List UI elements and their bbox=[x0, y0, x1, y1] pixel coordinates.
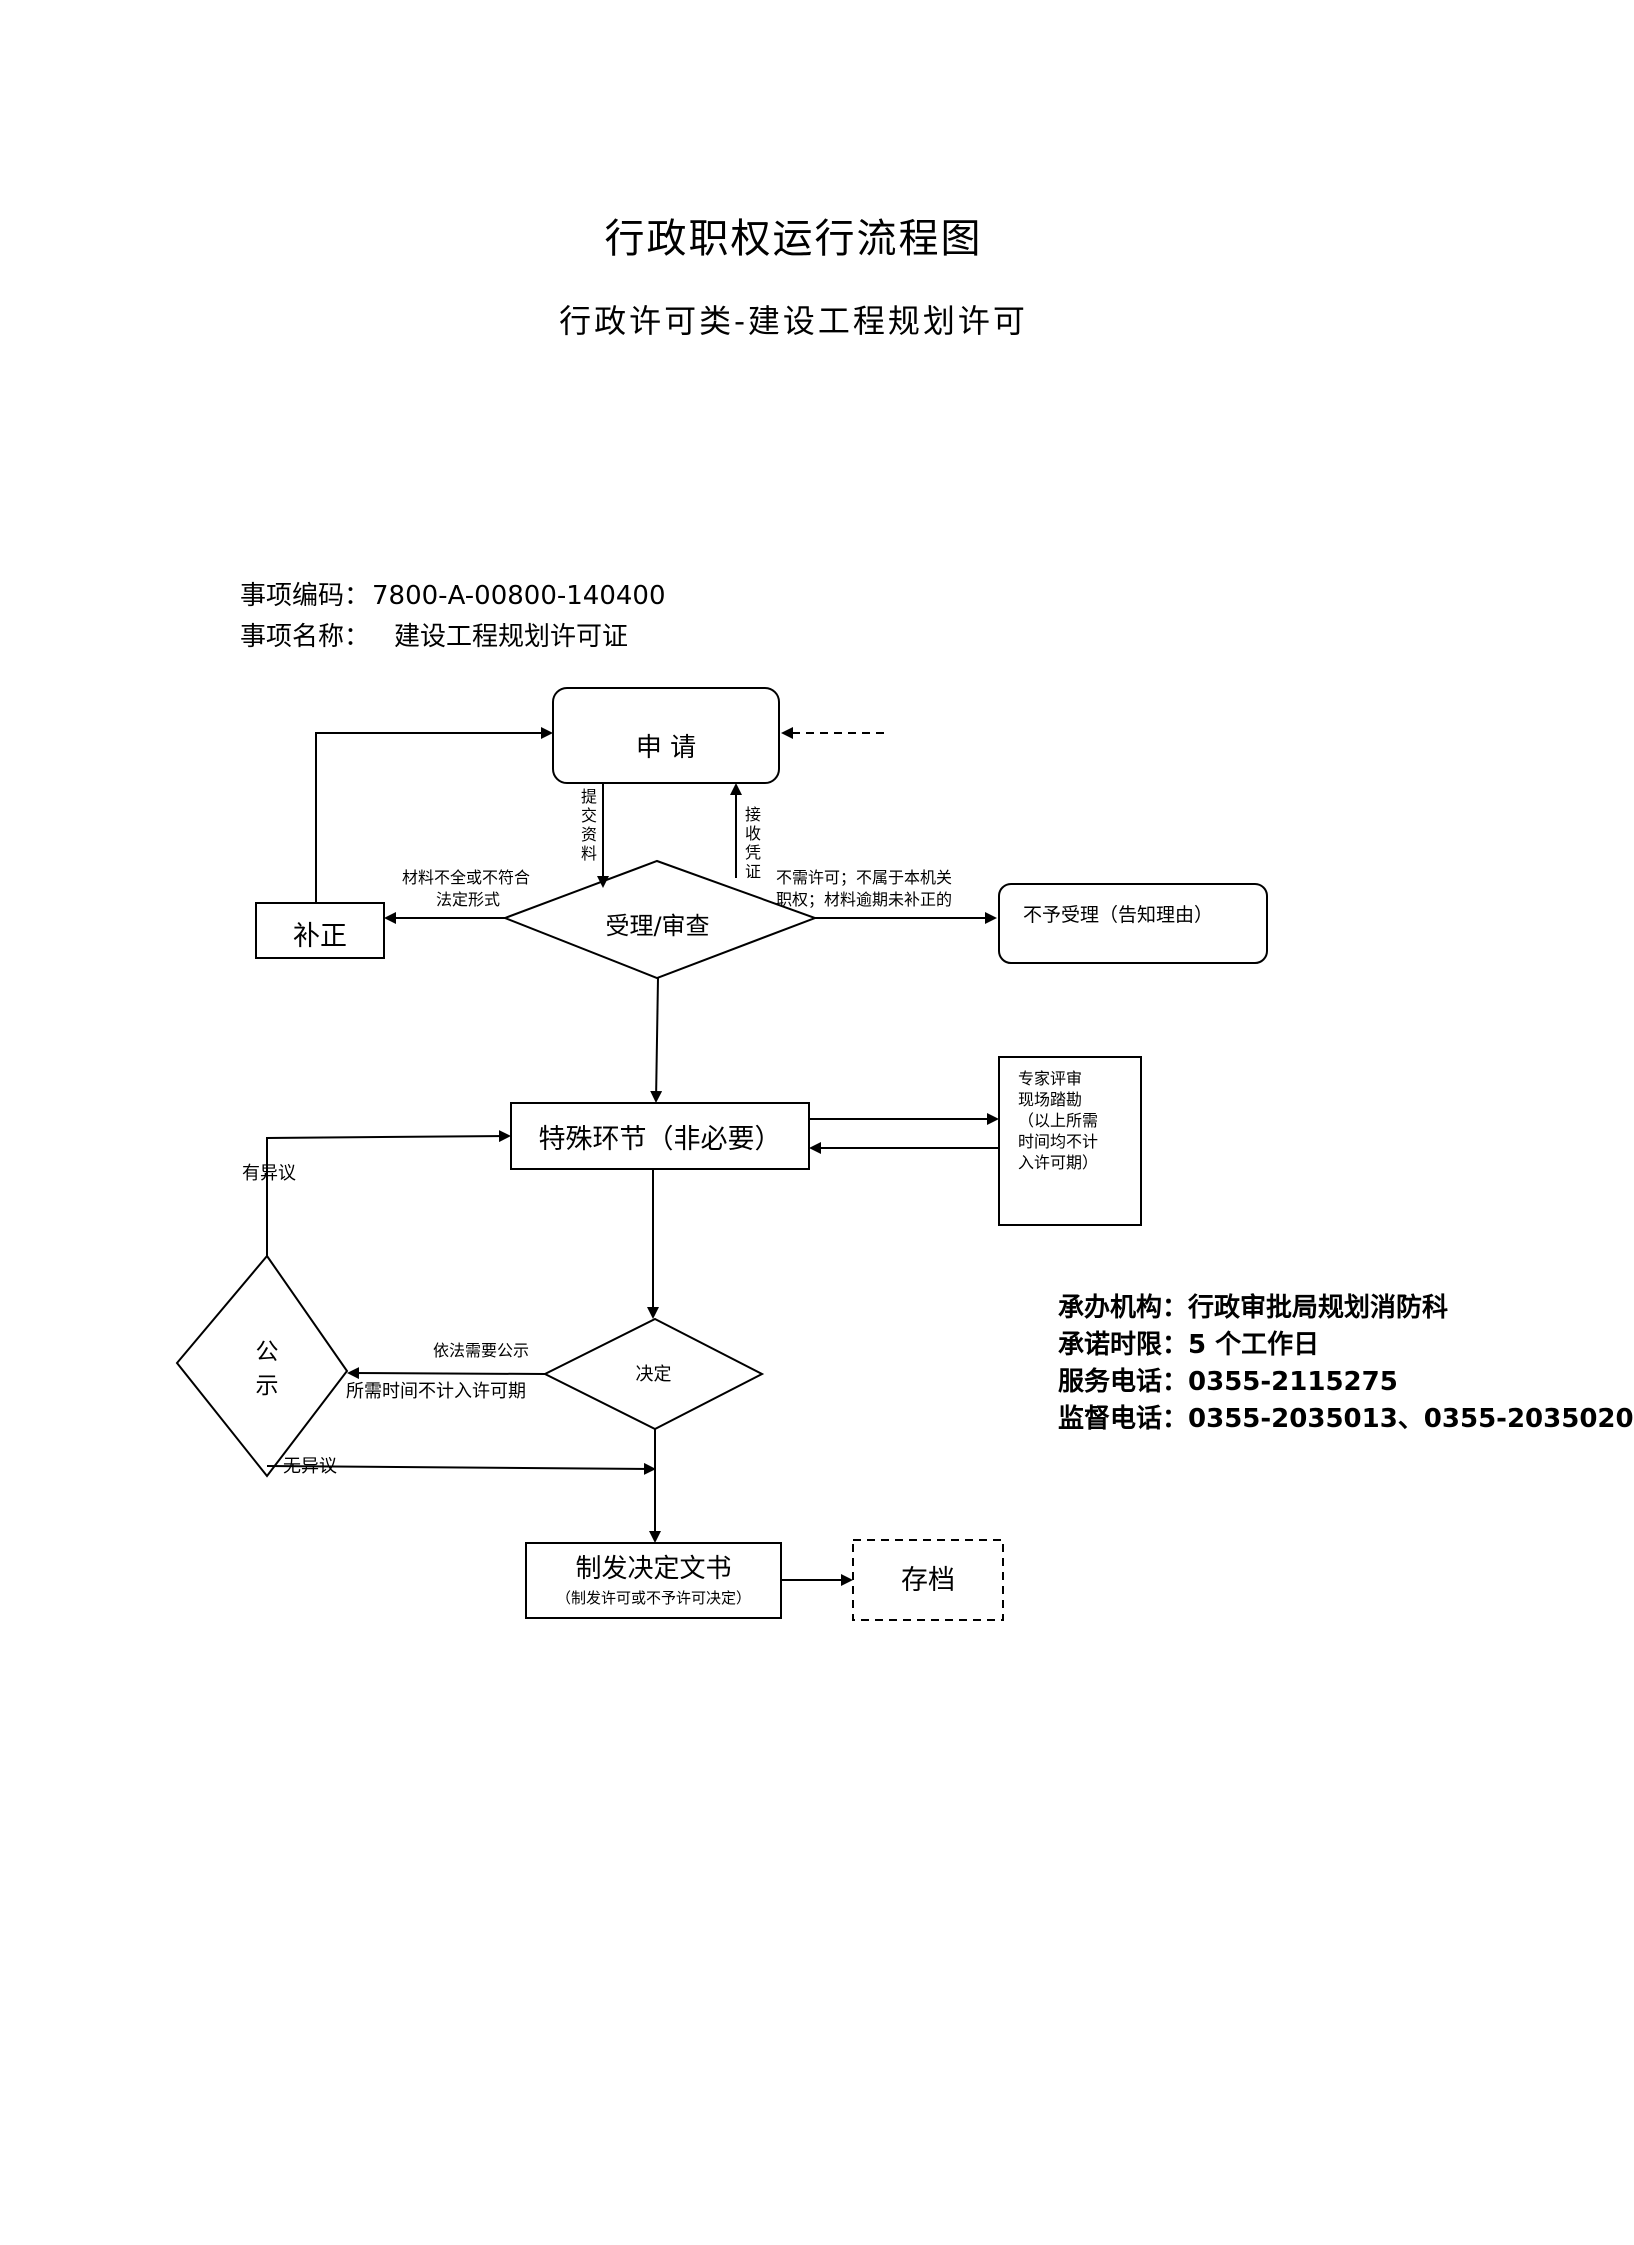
service-phone-label: 服务电话： bbox=[1058, 1367, 1189, 1397]
item-name-label: 事项名称： bbox=[240, 622, 371, 652]
page-title: 行政职权运行流程图 bbox=[604, 216, 983, 262]
receipt-label: 接收凭证 bbox=[744, 805, 761, 881]
incomplete-label-2: 法定形式 bbox=[436, 890, 501, 909]
apply-node bbox=[552, 687, 780, 784]
reject-node bbox=[998, 883, 1268, 964]
edge-supplement-to-apply bbox=[315, 727, 553, 903]
org-row: 承办机构：行政审批局规划消防科 bbox=[1058, 1290, 1634, 1327]
supervise-phone-row: 监督电话：0355-2035013、0355-2035020 bbox=[1058, 1401, 1634, 1438]
expert-node bbox=[998, 1056, 1142, 1226]
edge-publicity-no-objection bbox=[266, 1462, 656, 1475]
supplement-label: 补正 bbox=[293, 921, 347, 952]
special-label: 特殊环节（非必要） bbox=[538, 1124, 782, 1155]
expert-label-2: 现场踏勘 bbox=[1018, 1090, 1083, 1109]
item-code-value: 7800-A-00800-140400 bbox=[372, 581, 666, 611]
service-phone-row: 服务电话：0355-2115275 bbox=[1058, 1364, 1634, 1401]
submit-label: 提交资料 bbox=[580, 787, 597, 863]
flowchart bbox=[175, 687, 1268, 1621]
objection-label: 有异议 bbox=[242, 1163, 296, 1184]
issue-sublabel: （制发许可或不予许可决定） bbox=[555, 1589, 751, 1607]
archive-label: 存档 bbox=[901, 1565, 955, 1596]
service-phone-value: 0355-2115275 bbox=[1188, 1367, 1398, 1397]
edge-review-to-special bbox=[650, 977, 663, 1103]
incomplete-label-1: 材料不全或不符合 bbox=[402, 868, 531, 887]
special-node bbox=[510, 1102, 810, 1170]
expert-label-3: （以上所需 bbox=[1018, 1111, 1099, 1130]
expert-label-1: 专家评审 bbox=[1018, 1069, 1083, 1088]
item-name-row: 事项名称： 建设工程规划许可证 bbox=[240, 616, 628, 653]
supplement-node bbox=[255, 902, 385, 959]
archive-node bbox=[852, 1539, 1004, 1621]
limit-value: 5 个工作日 bbox=[1188, 1330, 1320, 1360]
apply-label: 申 请 bbox=[635, 733, 697, 763]
no-objection-label: 无异议 bbox=[283, 1456, 337, 1477]
limit-label: 承诺时限： bbox=[1058, 1330, 1189, 1360]
reject-label: 不予受理（告知理由） bbox=[1023, 904, 1214, 926]
not-required-label-1: 不需许可；不属于本机关 bbox=[776, 868, 953, 887]
expert-label-4: 时间均不计 bbox=[1018, 1132, 1099, 1151]
supervise-phone-label: 监督电话： bbox=[1058, 1404, 1189, 1434]
decision-label: 决定 bbox=[635, 1364, 672, 1385]
edge-decision-to-publicity bbox=[347, 1367, 546, 1380]
not-required-label-2: 职权；材料逾期未补正的 bbox=[776, 890, 953, 909]
item-code-row: 事项编码：7800-A-00800-140400 bbox=[240, 575, 666, 612]
item-code-label: 事项编码： bbox=[240, 581, 371, 611]
need-publicity-label: 依法需要公示 bbox=[433, 1341, 530, 1360]
issue-label: 制发决定文书 bbox=[575, 1554, 732, 1584]
org-value: 行政审批局规划消防科 bbox=[1188, 1293, 1449, 1323]
item-name-value: 建设工程规划许可证 bbox=[394, 622, 629, 652]
org-label: 承办机构： bbox=[1058, 1293, 1189, 1323]
publicity-node bbox=[175, 1254, 349, 1478]
page-subtitle: 行政许可类-建设工程规划许可 bbox=[559, 302, 1028, 340]
expert-label-5: 入许可期） bbox=[1018, 1153, 1099, 1172]
time-excluded-label: 所需时间不计入许可期 bbox=[346, 1381, 526, 1402]
contact-info: 承办机构：行政审批局规划消防科 承诺时限：5 个工作日 服务电话：0355-21… bbox=[1058, 1290, 1634, 1438]
limit-row: 承诺时限：5 个工作日 bbox=[1058, 1327, 1634, 1364]
review-label: 受理/审查 bbox=[605, 912, 710, 940]
publicity-label: 公示 bbox=[255, 1339, 279, 1399]
edge-publicity-objection bbox=[266, 1130, 511, 1256]
supervise-phone-value: 0355-2035013、0355-2035020 bbox=[1188, 1404, 1634, 1434]
